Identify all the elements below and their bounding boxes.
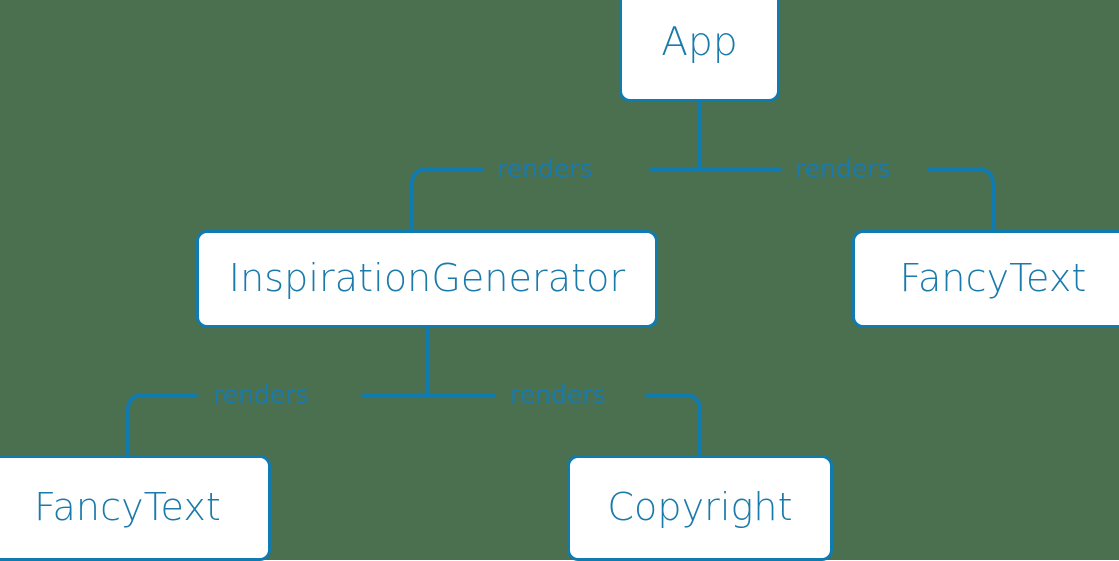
node-fancytext-right-label: FancyText (899, 255, 1087, 300)
node-app-label: App (661, 20, 738, 65)
node-inspiration-generator-label: InspirationGenerator (228, 255, 626, 300)
node-fancytext-left-label: FancyText (34, 484, 221, 529)
edge-app-to-fancytext-right-seg (928, 167, 995, 230)
node-fancytext-left[interactable]: FancyText (0, 455, 271, 561)
edge-inspiration-to-fancytext-left-seg (126, 393, 198, 455)
edge-label-inspiration-to-copyright: renders (510, 380, 606, 409)
node-copyright-label: Copyright (607, 484, 793, 529)
edge-label-inspiration-to-fancytext: renders (213, 380, 309, 409)
edge-app-to-inspiration-left-seg (410, 167, 483, 230)
node-copyright[interactable]: Copyright (567, 455, 833, 561)
node-inspiration-generator[interactable]: InspirationGenerator (196, 230, 658, 328)
node-app[interactable]: App (619, 0, 780, 102)
node-fancytext-right[interactable]: FancyText (852, 230, 1119, 328)
edge-label-app-to-inspiration: renders (497, 154, 593, 183)
edge-label-app-to-fancytext: renders (795, 154, 891, 183)
edge-inspiration-to-copyright-right-seg (646, 393, 702, 455)
